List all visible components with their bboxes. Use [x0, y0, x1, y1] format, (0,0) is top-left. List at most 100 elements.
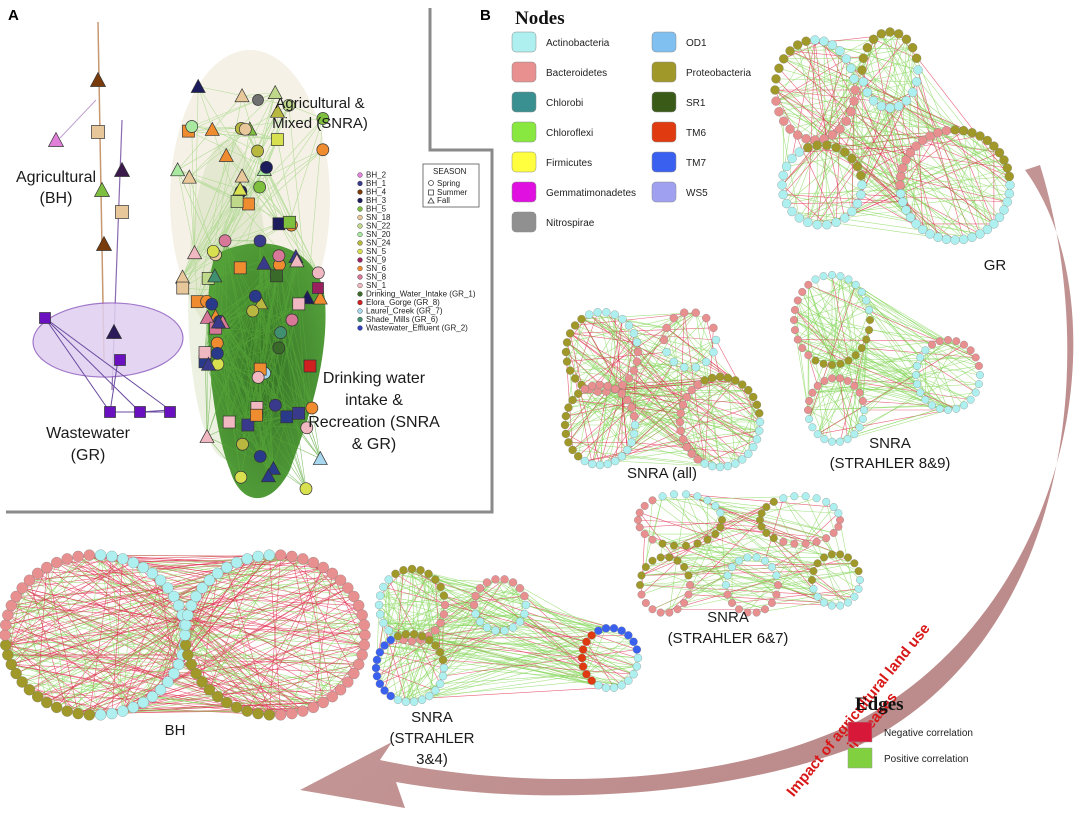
otu-node — [231, 701, 243, 714]
otu-node — [438, 655, 448, 665]
otu-node — [827, 550, 836, 559]
otu-node — [658, 492, 667, 501]
otu-node — [686, 581, 694, 589]
otu-node — [173, 599, 185, 612]
otu-node — [935, 337, 944, 346]
bh-network-label: BH — [165, 722, 186, 739]
otu-node — [774, 63, 784, 73]
sample-node — [270, 269, 283, 283]
sample-node — [205, 297, 219, 311]
otu-node — [761, 556, 769, 565]
otu-node — [820, 553, 828, 562]
svg-text:Agricultural &: Agricultural & — [275, 95, 364, 112]
sample-node — [283, 215, 296, 229]
otu-node — [632, 338, 642, 347]
sample-node — [246, 304, 260, 318]
sample-node — [272, 341, 286, 355]
otu-node — [952, 404, 961, 413]
otu-node — [901, 34, 912, 44]
otu-node — [252, 707, 264, 720]
snra-34-network — [371, 564, 643, 706]
otu-node — [908, 43, 918, 53]
otu-node — [372, 671, 382, 681]
otu-node — [424, 569, 433, 578]
otu-node — [928, 340, 936, 349]
sample-node — [285, 313, 299, 327]
otu-node — [578, 645, 588, 654]
otu-node — [723, 461, 732, 471]
otu-node — [999, 155, 1009, 165]
node-legend-label: TM6 — [686, 128, 706, 139]
sample-node — [186, 245, 203, 260]
otu-node — [778, 170, 788, 181]
otu-node — [829, 529, 838, 537]
site-legend-label: SN_22 — [366, 222, 391, 231]
panel-a-frame — [6, 8, 494, 514]
otu-node — [846, 63, 856, 73]
node-color-swatch — [511, 151, 537, 173]
otu-node — [211, 690, 224, 703]
otu-node — [23, 684, 36, 696]
otu-node — [384, 626, 393, 635]
otu-node — [182, 649, 194, 661]
otu-node — [662, 347, 671, 357]
sample-node — [114, 354, 126, 366]
node-legend-label: Nitrospirae — [546, 218, 595, 229]
otu-node — [515, 584, 525, 593]
otu-node — [850, 592, 859, 601]
otu-node — [632, 357, 642, 366]
otu-node — [379, 582, 388, 592]
otu-node — [431, 641, 440, 650]
site-legend-label: BH_5 — [366, 205, 387, 214]
otu-node — [700, 376, 709, 385]
otu-node — [561, 411, 571, 421]
otu-node — [791, 306, 799, 314]
sample-node — [190, 78, 206, 93]
otu-node — [0, 639, 12, 651]
otu-node — [51, 556, 63, 569]
site-color-dot — [357, 231, 363, 238]
otu-node — [975, 229, 985, 239]
otu-node — [678, 435, 688, 444]
svg-text:Summer: Summer — [437, 188, 468, 197]
otu-node — [827, 130, 838, 140]
otu-node — [436, 582, 445, 592]
otu-node — [61, 705, 73, 717]
otu-node — [770, 85, 780, 95]
otu-node — [635, 508, 644, 517]
otu-node — [297, 705, 309, 717]
node-color-swatch — [511, 181, 537, 203]
otu-node — [342, 582, 354, 594]
otu-node — [624, 374, 634, 383]
site-legend-item: Drinking_Water_Intake (GR_1) — [357, 290, 476, 299]
sample-node — [234, 470, 248, 484]
otu-node — [180, 639, 192, 651]
otu-node — [743, 608, 752, 617]
otu-node — [767, 563, 776, 571]
otu-node — [439, 663, 449, 673]
site-legend-label: Drinking_Water_Intake (GR_1) — [366, 290, 476, 299]
otu-node — [564, 438, 573, 447]
node-legend-item: Nitrospirae — [511, 211, 595, 233]
otu-node — [935, 404, 944, 413]
sample-node — [253, 180, 267, 194]
sample-node — [292, 406, 305, 420]
node-legend-label: Firmicutes — [546, 158, 592, 169]
otu-node — [876, 29, 886, 39]
node-legend-label: Bacteroidetes — [546, 68, 607, 79]
otu-node — [851, 351, 860, 360]
site-color-dot — [357, 257, 363, 263]
otu-node — [0, 629, 11, 641]
otu-node — [693, 539, 702, 548]
otu-node — [574, 452, 583, 461]
otu-node — [769, 497, 778, 506]
otu-node — [635, 523, 644, 532]
sample-node — [311, 266, 325, 280]
network-edges — [637, 493, 861, 613]
site-legend-item: SN_8 — [357, 273, 387, 282]
sample-node — [104, 406, 116, 418]
otu-node — [960, 340, 968, 349]
otu-node — [684, 571, 693, 580]
otu-node — [779, 494, 788, 503]
svg-text:SNRA: SNRA — [411, 709, 453, 726]
